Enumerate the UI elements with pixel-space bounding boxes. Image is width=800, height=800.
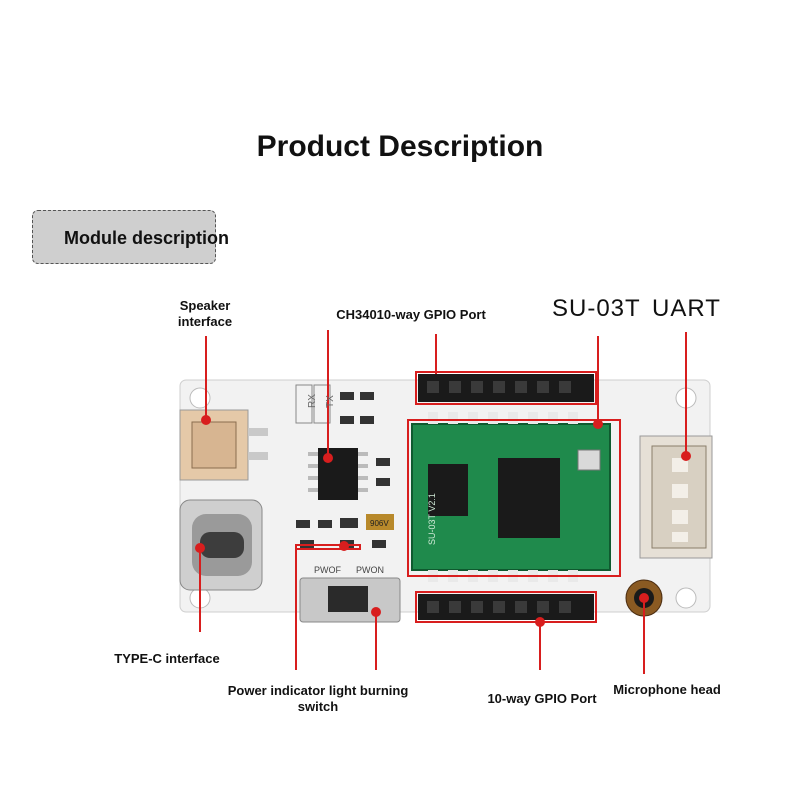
mount-hole-br [675,587,697,609]
module-chip-main [498,458,560,538]
callout-frame-module [407,419,621,577]
module-crystal [577,449,601,471]
callout-frame-switch [295,544,361,550]
section-tab-label: Module description [64,228,230,248]
label-gpio-bottom: 10-way GPIO Port [487,691,597,706]
label-uart: UART [652,295,721,322]
module-chip-small [428,464,468,516]
label-gpio-top: CH34010-way GPIO Port [336,307,486,322]
section-tab [32,210,216,264]
label-typec: TYPE-C interface [114,651,220,666]
crystal [366,514,394,530]
silk-rx: RX [307,394,318,408]
label-speaker: Speaker interface [177,298,233,329]
silk-pwof: PWOF [314,565,341,575]
label-su03t: SU-03T [552,295,641,322]
silk-module: SU-03T V2.1 [427,493,437,545]
label-power: Power indicator light burning switch [227,683,409,714]
silk-pwon: PWON [356,565,384,575]
label-mic: Microphone head [613,682,721,697]
page-title: Product Description [256,130,544,163]
callout-frame-gpio-bottom [415,591,597,623]
silk-crystal: 906V [370,519,389,528]
callout-frame-gpio-top [415,371,597,405]
silk-tx: TX [325,395,336,408]
